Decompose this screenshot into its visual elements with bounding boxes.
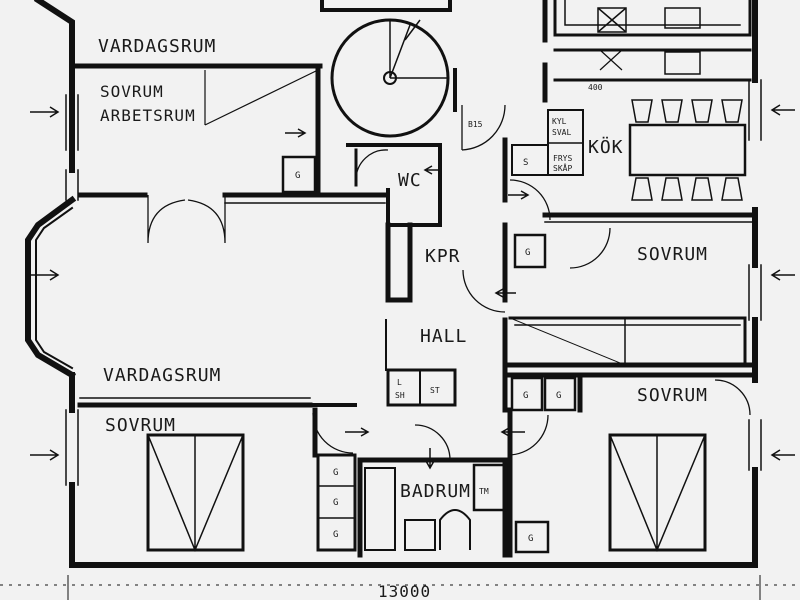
room-label-badrum: BADRUM bbox=[400, 481, 471, 502]
fixture-g-1: G bbox=[295, 171, 300, 181]
spiral-stair bbox=[330, 18, 450, 138]
interior-walls bbox=[70, 0, 758, 558]
fixture-s: S bbox=[523, 158, 528, 168]
room-label-sovrum-right-upper: SOVRUM bbox=[637, 244, 708, 265]
fixture-g-5: G bbox=[333, 468, 338, 478]
fixture-g-7: G bbox=[333, 530, 338, 540]
room-label-vardagsrum-top: VARDAGSRUM bbox=[98, 36, 216, 57]
doors bbox=[147, 104, 751, 461]
direction-arrows bbox=[30, 104, 795, 470]
room-label-sovrum-lower-right: SOVRUM bbox=[637, 385, 708, 406]
appliance-boxes bbox=[281, 155, 577, 554]
fixture-g-3: G bbox=[523, 391, 528, 401]
fixture-frys: FRYS bbox=[553, 154, 572, 163]
room-label-wc: WC bbox=[398, 170, 422, 191]
fixture-g-6: G bbox=[333, 498, 338, 508]
room-label-sovrum-lower-left: SOVRUM bbox=[105, 415, 176, 436]
dimension-line bbox=[0, 575, 800, 600]
fixture-sval: SVAL bbox=[552, 128, 571, 137]
wardrobes bbox=[146, 69, 707, 552]
room-label-kpr: KPR bbox=[425, 246, 461, 267]
fixture-g-2: G bbox=[525, 248, 530, 258]
room-label-kok: KÖK bbox=[588, 136, 624, 158]
room-label-sovrum-1: SOVRUM bbox=[100, 82, 164, 101]
room-label-arbetsrum: ARBETSRUM bbox=[100, 106, 196, 125]
fixture-tm: TM bbox=[479, 487, 489, 496]
fixture-st: ST bbox=[430, 386, 440, 395]
fixture-kyl: KYL bbox=[552, 117, 567, 126]
fixture-bis: B15 bbox=[468, 120, 483, 129]
fixture-400: 400 bbox=[588, 83, 603, 92]
dimension-label: 13000 bbox=[378, 582, 431, 600]
room-label-vardagsrum-main: VARDAGSRUM bbox=[103, 365, 221, 386]
fixture-g-4: G bbox=[556, 391, 561, 401]
fixture-sh: SH bbox=[395, 391, 405, 400]
fixture-skap: SKÅP bbox=[553, 162, 572, 173]
fixture-g-8: G bbox=[528, 534, 533, 544]
kitchen-table bbox=[511, 7, 747, 201]
room-label-hall: HALL bbox=[420, 326, 467, 347]
fixture-l: L bbox=[397, 378, 402, 387]
